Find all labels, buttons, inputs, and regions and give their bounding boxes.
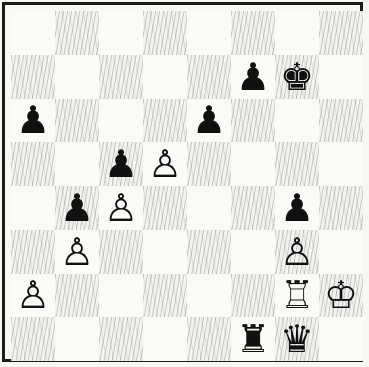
square-c2[interactable] (99, 274, 143, 318)
black-pawn-icon[interactable]: ♟ (236, 58, 270, 96)
square-e3[interactable] (187, 230, 231, 274)
black-pawn-icon[interactable]: ♟ (280, 189, 314, 227)
square-f1[interactable]: ♜ (231, 317, 275, 361)
square-f6[interactable] (231, 99, 275, 143)
square-d4[interactable] (143, 186, 187, 230)
square-c3[interactable] (99, 230, 143, 274)
square-g7[interactable]: ♚ (275, 55, 319, 99)
square-a2[interactable]: ♙ (11, 274, 55, 318)
square-e1[interactable] (187, 317, 231, 361)
black-king-icon[interactable]: ♚ (280, 58, 314, 96)
square-a3[interactable] (11, 230, 55, 274)
board-frame: ♟ ♚ ♟ ♟ ♟ ♙ ♟ ♙ ♟ ♙ ♙ ♙ ♖ ♔ ♜ ♛ (2, 2, 363, 362)
square-a7[interactable] (11, 55, 55, 99)
square-h7[interactable] (319, 55, 363, 99)
square-b7[interactable] (55, 55, 99, 99)
square-c4[interactable]: ♙ (99, 186, 143, 230)
white-rook-icon[interactable]: ♖ (280, 276, 314, 314)
black-pawn-icon[interactable]: ♟ (104, 145, 138, 183)
black-queen-icon[interactable]: ♛ (280, 320, 314, 358)
square-d7[interactable] (143, 55, 187, 99)
square-b6[interactable] (55, 99, 99, 143)
square-a8[interactable] (11, 11, 55, 55)
square-h4[interactable] (319, 186, 363, 230)
square-c7[interactable] (99, 55, 143, 99)
black-pawn-icon[interactable]: ♟ (60, 189, 94, 227)
square-d1[interactable] (143, 317, 187, 361)
black-pawn-icon[interactable]: ♟ (192, 101, 226, 139)
square-g8[interactable] (275, 11, 319, 55)
square-b1[interactable] (55, 317, 99, 361)
square-d6[interactable] (143, 99, 187, 143)
square-h2[interactable]: ♔ (319, 274, 363, 318)
white-pawn-icon[interactable]: ♙ (104, 189, 138, 227)
white-pawn-icon[interactable]: ♙ (16, 276, 50, 314)
square-f2[interactable] (231, 274, 275, 318)
square-d5[interactable]: ♙ (143, 142, 187, 186)
square-h3[interactable] (319, 230, 363, 274)
square-g2[interactable]: ♖ (275, 274, 319, 318)
square-b2[interactable] (55, 274, 99, 318)
chess-board: ♟ ♚ ♟ ♟ ♟ ♙ ♟ ♙ ♟ ♙ ♙ ♙ ♖ ♔ ♜ ♛ (11, 11, 363, 361)
square-g3[interactable]: ♙ (275, 230, 319, 274)
square-b5[interactable] (55, 142, 99, 186)
square-a5[interactable] (11, 142, 55, 186)
white-pawn-icon[interactable]: ♙ (280, 233, 314, 271)
square-h8[interactable] (319, 11, 363, 55)
square-e4[interactable] (187, 186, 231, 230)
square-d2[interactable] (143, 274, 187, 318)
square-a4[interactable] (11, 186, 55, 230)
square-e8[interactable] (187, 11, 231, 55)
square-g4[interactable]: ♟ (275, 186, 319, 230)
square-h5[interactable] (319, 142, 363, 186)
square-f5[interactable] (231, 142, 275, 186)
white-king-icon[interactable]: ♔ (324, 276, 358, 314)
square-b4[interactable]: ♟ (55, 186, 99, 230)
square-f8[interactable] (231, 11, 275, 55)
square-f3[interactable] (231, 230, 275, 274)
square-e7[interactable] (187, 55, 231, 99)
square-b3[interactable]: ♙ (55, 230, 99, 274)
square-g5[interactable] (275, 142, 319, 186)
black-pawn-icon[interactable]: ♟ (16, 101, 50, 139)
square-d3[interactable] (143, 230, 187, 274)
square-a1[interactable] (11, 317, 55, 361)
square-d8[interactable] (143, 11, 187, 55)
square-e2[interactable] (187, 274, 231, 318)
square-e6[interactable]: ♟ (187, 99, 231, 143)
square-e5[interactable] (187, 142, 231, 186)
square-c6[interactable] (99, 99, 143, 143)
square-f7[interactable]: ♟ (231, 55, 275, 99)
square-f4[interactable] (231, 186, 275, 230)
square-g6[interactable] (275, 99, 319, 143)
square-g1[interactable]: ♛ (275, 317, 319, 361)
square-c5[interactable]: ♟ (99, 142, 143, 186)
square-c8[interactable] (99, 11, 143, 55)
square-b8[interactable] (55, 11, 99, 55)
black-rook-icon[interactable]: ♜ (236, 320, 270, 358)
square-h1[interactable] (319, 317, 363, 361)
square-h6[interactable] (319, 99, 363, 143)
white-pawn-icon[interactable]: ♙ (60, 233, 94, 271)
square-a6[interactable]: ♟ (11, 99, 55, 143)
square-c1[interactable] (99, 317, 143, 361)
white-pawn-icon[interactable]: ♙ (148, 145, 182, 183)
